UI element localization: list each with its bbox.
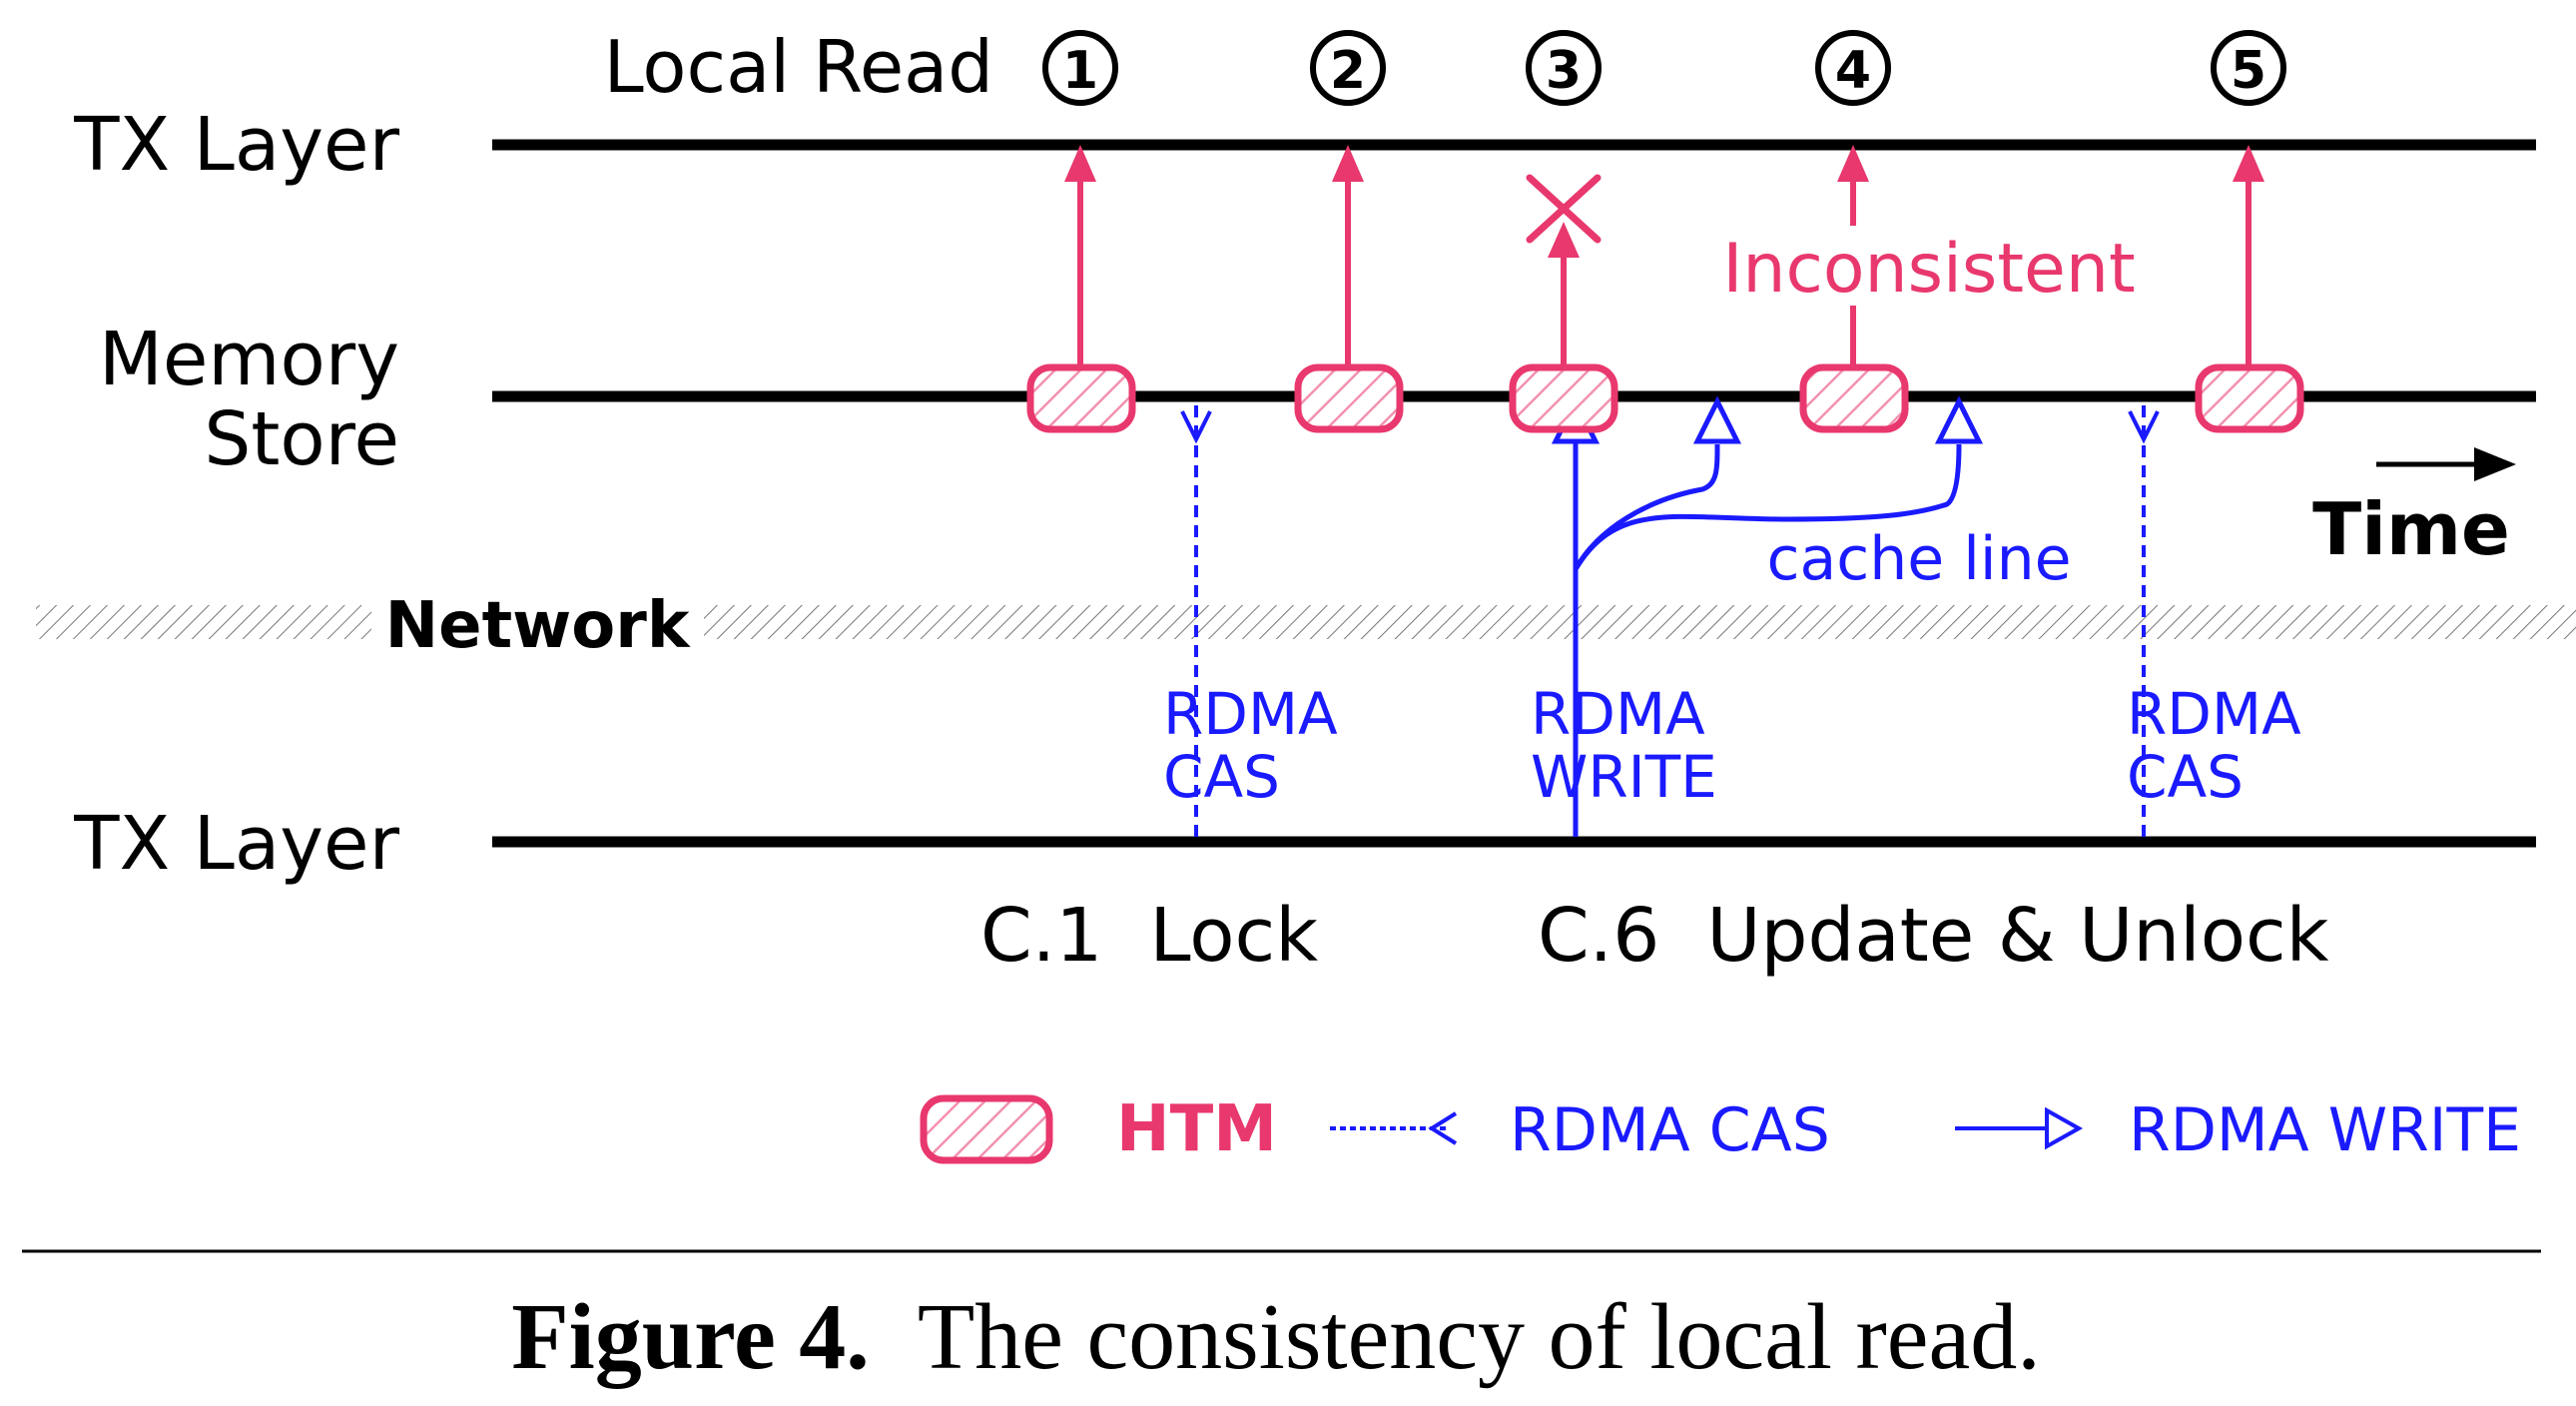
rdma-write-arrowhead-2 [1692, 395, 1742, 444]
network-band-left [36, 605, 371, 639]
cache-line-label: cache line [1766, 524, 2071, 594]
step-4-number: 4 [1835, 41, 1871, 101]
rdma-cas-unlock-label-line2: CAS [2127, 743, 2244, 811]
step-5: 5 [2211, 30, 2286, 106]
figure-caption-text: The consistency of local read. [918, 1285, 2041, 1389]
legend-rdma-cas-label: RDMA CAS [1510, 1095, 1830, 1165]
memory-store-label-line2: Store [204, 396, 399, 482]
time-label: Time [2312, 487, 2510, 571]
read-arrow-1 [1064, 145, 1096, 369]
step-1-number: 1 [1062, 41, 1098, 101]
htm-region-4 [1799, 363, 1909, 433]
step-3-number: 3 [1546, 41, 1582, 101]
rdma-cas-lock [1180, 403, 1212, 837]
legend-rdma-write-label: RDMA WRITE [2129, 1095, 2521, 1165]
htm-region-3 [1509, 363, 1618, 433]
htm-region-5 [2195, 363, 2304, 433]
rdma-write-label-line2: WRITE [1531, 743, 1717, 811]
legend: HTM RDMA CAS RDMA WRITE [920, 1092, 2521, 1166]
phase-update-unlock-label: C.6 Update & Unlock [1538, 893, 2329, 979]
legend-htm-label: HTM [1116, 1092, 1277, 1166]
abort-x-icon [1526, 174, 1602, 244]
htm-region-1 [1026, 363, 1136, 433]
rdma-cas-unlock [2128, 403, 2160, 837]
phase-lock-label: C.1 Lock [980, 893, 1318, 979]
rdma-cas-lock-label-line2: CAS [1163, 743, 1280, 811]
rdma-cas-unlock-label-line1: RDMA [2127, 680, 2301, 748]
network-label: Network [385, 589, 691, 663]
tx-layer-top-label: TX Layer [73, 102, 399, 188]
network-band-right [704, 605, 2576, 639]
legend-rdma-write-arrowhead [2045, 1106, 2084, 1150]
step-2: 2 [1310, 30, 1386, 106]
memory-store-label-line1: Memory [99, 317, 399, 402]
step-5-number: 5 [2231, 41, 2266, 101]
step-1: 1 [1042, 30, 1118, 106]
step-3: 3 [1526, 30, 1602, 106]
rdma-write-label-line1: RDMA [1531, 680, 1705, 748]
rdma-cas-lock-label-line1: RDMA [1163, 680, 1338, 748]
read-arrow-2 [1332, 145, 1364, 369]
figure-caption-label: Figure 4. [511, 1285, 870, 1389]
figure-caption: Figure 4. The consistency of local read. [511, 1285, 2041, 1389]
legend-htm-swatch [920, 1094, 1053, 1164]
htm-region-2 [1294, 363, 1404, 433]
time-arrow [2376, 447, 2516, 481]
inconsistent-label: Inconsistent [1722, 230, 2135, 309]
legend-rdma-cas-arrowhead [1428, 1111, 1458, 1145]
rdma-write-arrowhead-3 [1934, 395, 1984, 444]
read-arrow-5 [2233, 145, 2264, 369]
step-2-number: 2 [1330, 41, 1366, 101]
rdma-write-update [1573, 437, 1962, 837]
local-read-label: Local Read [604, 25, 993, 109]
tx-layer-bottom-label: TX Layer [73, 801, 399, 887]
read-arrow-3-aborted [1548, 222, 1580, 369]
step-4: 4 [1815, 30, 1891, 106]
inconsistent-label-bg [1719, 226, 2137, 306]
